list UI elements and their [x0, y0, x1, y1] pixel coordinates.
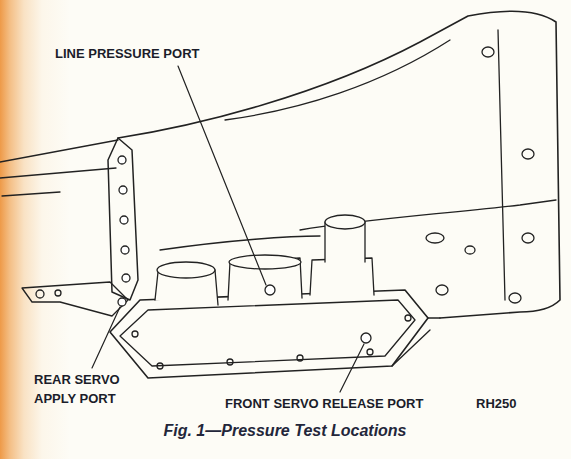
- part-label: LINE PRESSURE PORT: [55, 44, 199, 63]
- figure-code: RH250: [476, 394, 516, 413]
- case-ridge: [225, 40, 450, 120]
- case-ridge: [300, 200, 556, 230]
- valve-body-top: [229, 255, 301, 269]
- mount-hole: [36, 290, 44, 298]
- bell-housing-flange: [108, 138, 138, 300]
- extension-seam: [498, 30, 505, 300]
- mount-plate: [22, 282, 128, 316]
- line-pressure-plug: [265, 285, 275, 295]
- part-label: REAR SERVO APPLY PORT: [34, 370, 134, 408]
- case-bottom: [392, 318, 440, 366]
- front-servo-cap: [325, 215, 365, 229]
- front-servo-base: [310, 258, 374, 295]
- oil-pan: [110, 290, 428, 378]
- pan-rim: [120, 300, 415, 366]
- case-bolt: [426, 47, 534, 303]
- front-servo-release-plug: [361, 333, 371, 343]
- part-label: FRONT SERVO RELEASE PORT: [225, 394, 423, 413]
- case-ridge: [160, 236, 320, 250]
- mount-hole: [55, 290, 61, 296]
- rear-servo-cap: [157, 262, 215, 278]
- flange-bolt: [118, 156, 130, 282]
- bell-housing-line: [0, 140, 118, 196]
- figure-caption: Fig. 1—Pressure Test Locations: [163, 422, 406, 440]
- leader-line: [92, 66, 364, 392]
- pan-bolt: [132, 315, 411, 369]
- rear-servo-apply-plug: [118, 298, 126, 306]
